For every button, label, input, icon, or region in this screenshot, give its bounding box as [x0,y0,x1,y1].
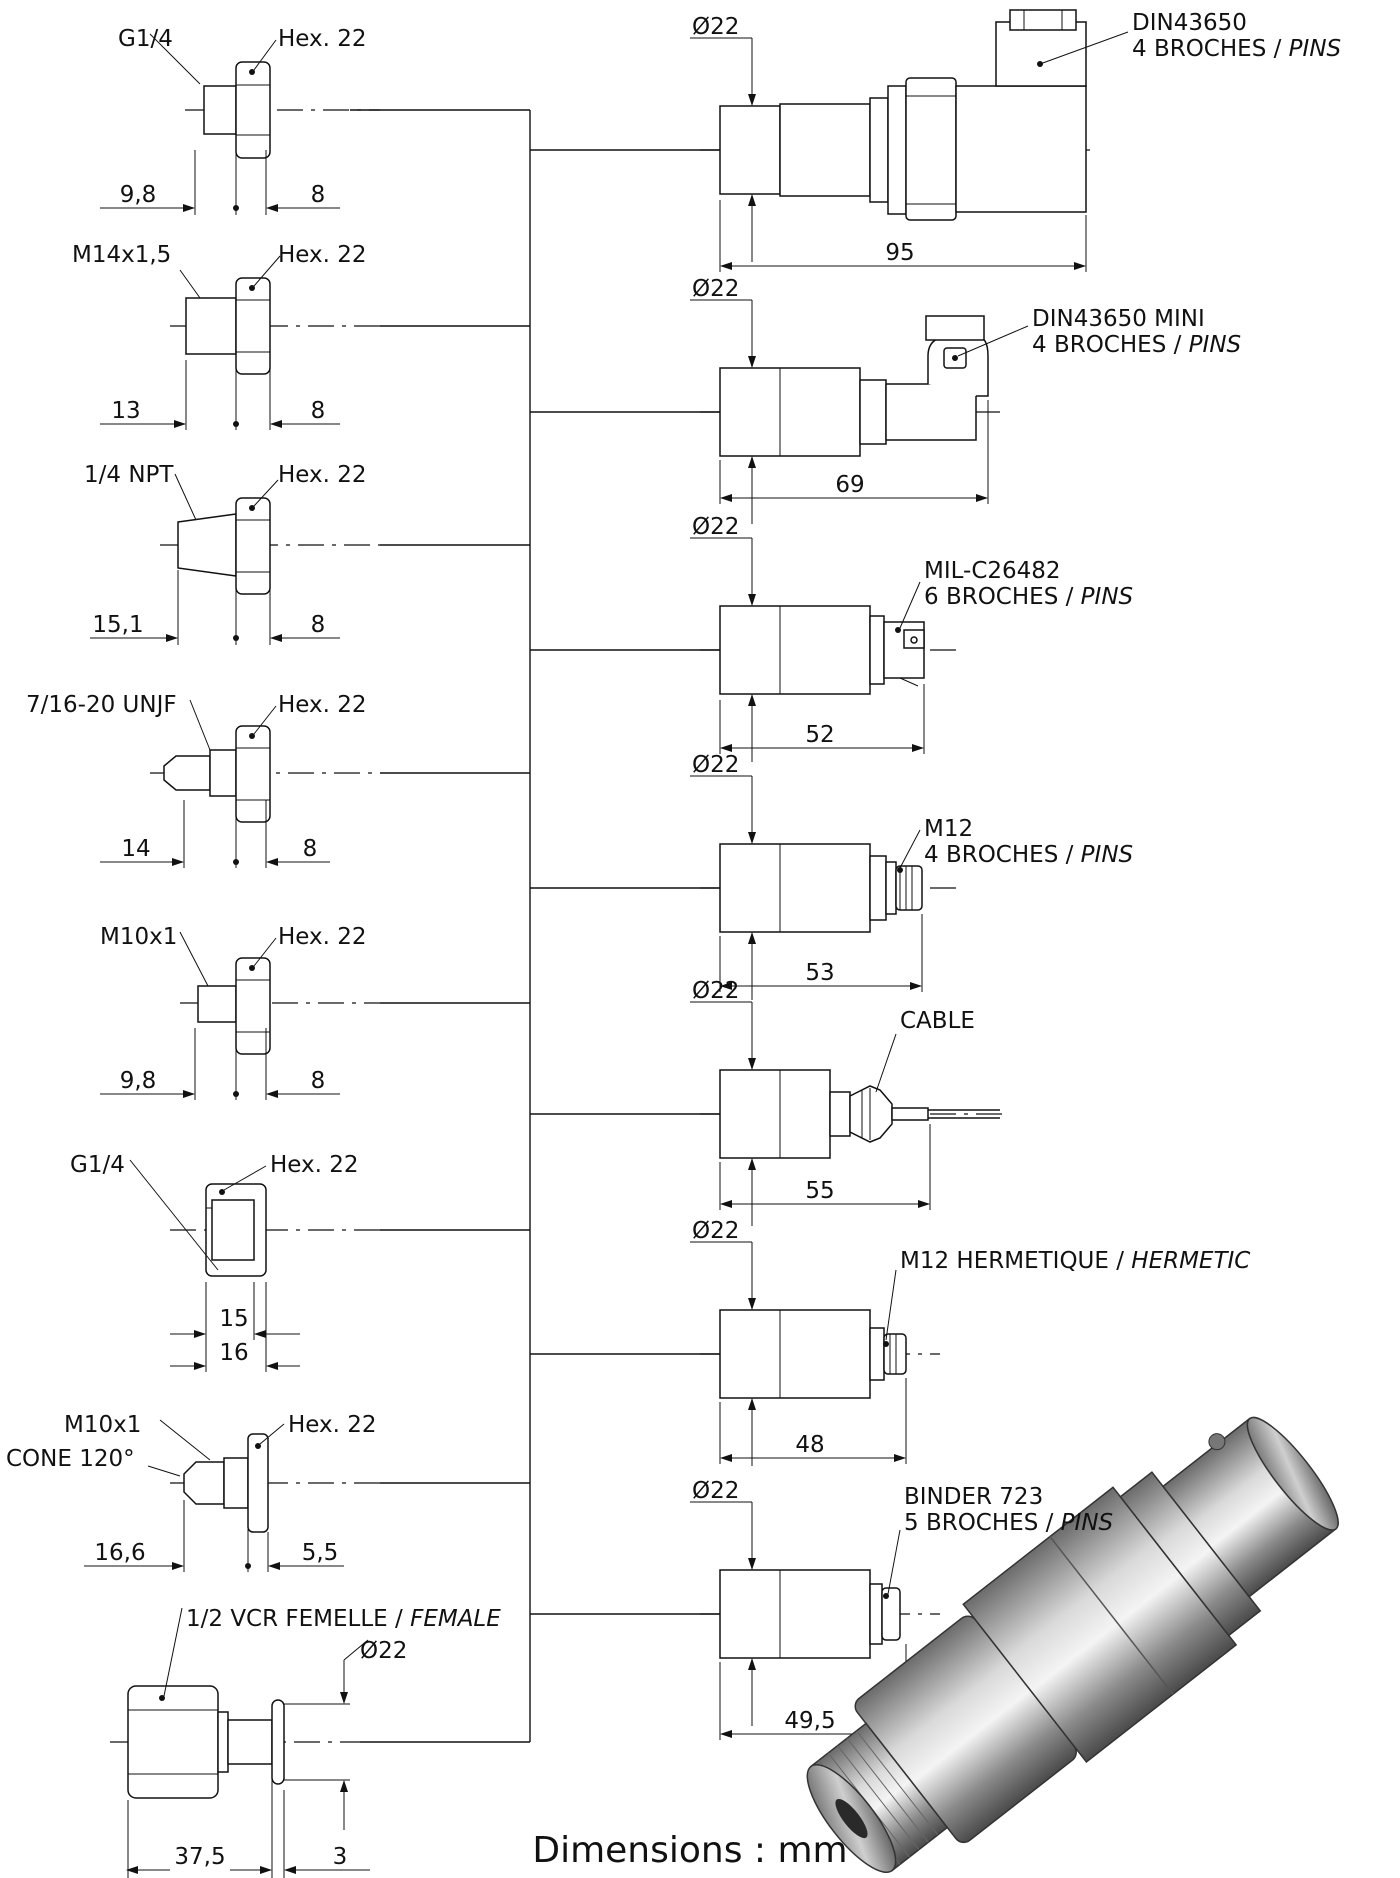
electrical-m12 [700,829,960,992]
length-value: 95 [885,240,914,266]
process-connection-m14 [100,255,380,430]
electrical-m12-hermetic [700,1269,940,1464]
thread-label: M14x1,5 [72,242,171,268]
diameter-label: Ø22 [692,978,739,1004]
dimension-value: 5,5 [302,1540,339,1566]
dimension-value: 8 [311,398,326,424]
hex-label: Hex. 22 [278,462,367,488]
process-connection-cone [84,1419,380,1572]
length-value: 53 [805,960,834,986]
diameter-label: Ø22 [692,14,739,40]
electrical-din43650-mini [700,315,1029,504]
hex-label: Hex. 22 [278,26,367,52]
dimension-value: 8 [311,612,326,638]
length-value: 48 [795,1432,824,1458]
pin-count: 5 BROCHES / PINS [904,1510,1113,1536]
length-value: 55 [805,1178,834,1204]
connector-name: CABLE [900,1008,975,1034]
process-connection-unjf [100,699,380,868]
pin-count: 4 BROCHES / PINS [1132,36,1341,62]
electrical-mil-c26482 [700,581,960,754]
connector-name: BINDER 723 [904,1484,1043,1510]
dimension-value: 8 [311,182,326,208]
length-value: 69 [835,472,864,498]
pin-count: 6 BROCHES / PINS [924,584,1133,610]
pin-count: 4 BROCHES / PINS [924,842,1133,868]
pin-count: 4 BROCHES / PINS [1032,332,1241,358]
process-connection-m10 [100,931,380,1100]
electrical-din43650 [700,9,1129,272]
sensor-3d-rendering [806,1416,1339,1874]
thread-label: G1/4 [70,1152,125,1178]
thread-label: G1/4 [118,26,173,52]
dimension-value: 16,6 [94,1540,145,1566]
hex-label: Hex. 22 [278,924,367,950]
electrical-binder-723 [700,1529,940,1740]
length-value: 49,5 [784,1708,835,1734]
thread-label: 1/4 NPT [84,462,174,488]
hex-label: Hex. 22 [288,1412,377,1438]
units-caption: Dimensions : mm [532,1830,847,1871]
junction-bus [350,109,730,1743]
thread-label: 7/16-20 UNJF [26,692,177,718]
dimension-value: 37,5 [174,1844,225,1870]
dimension-value: 9,8 [120,182,157,208]
cone-label: CONE 120° [6,1446,135,1472]
connector-name: M12 HERMETIQUE / HERMETIC [900,1248,1250,1274]
dimension-value: 8 [311,1068,326,1094]
diameter-label: Ø22 [692,1478,739,1504]
length-value: 52 [805,722,834,748]
dimension-value: 14 [121,836,150,862]
dimension-value: 13 [111,398,140,424]
thread-label: M10x1 [64,1412,141,1438]
thread-label: 1/2 VCR FEMELLE / FEMALE [186,1606,501,1632]
process-connection-g14-female [129,1159,380,1372]
diameter-label: Ø22 [692,276,739,302]
connector-name: DIN43650 [1132,10,1247,36]
sensor-bodies [690,37,781,1726]
hex-label: Hex. 22 [278,242,367,268]
electrical-cable [700,1033,1010,1210]
dimension-value: 3 [333,1844,348,1870]
process-connection-g14 [100,33,380,215]
connector-name: MIL-C26482 [924,558,1061,584]
diameter-label: Ø22 [692,752,739,778]
connector-name: M12 [924,816,973,842]
diameter-label: Ø22 [360,1638,407,1664]
process-connection-npt [90,473,380,645]
hex-label: Hex. 22 [278,692,367,718]
dimension-value: 15,1 [92,612,143,638]
process-connection-vcr [110,1607,370,1878]
thread-label: M10x1 [100,924,177,950]
dimension-value: 9,8 [120,1068,157,1094]
hex-label: Hex. 22 [270,1152,359,1178]
connector-name: DIN43650 MINI [1032,306,1205,332]
dimension-value: 15 [219,1306,248,1332]
dimension-value: 16 [219,1340,248,1366]
diameter-label: Ø22 [692,1218,739,1244]
dimension-value: 8 [303,836,318,862]
diameter-label: Ø22 [692,514,739,540]
